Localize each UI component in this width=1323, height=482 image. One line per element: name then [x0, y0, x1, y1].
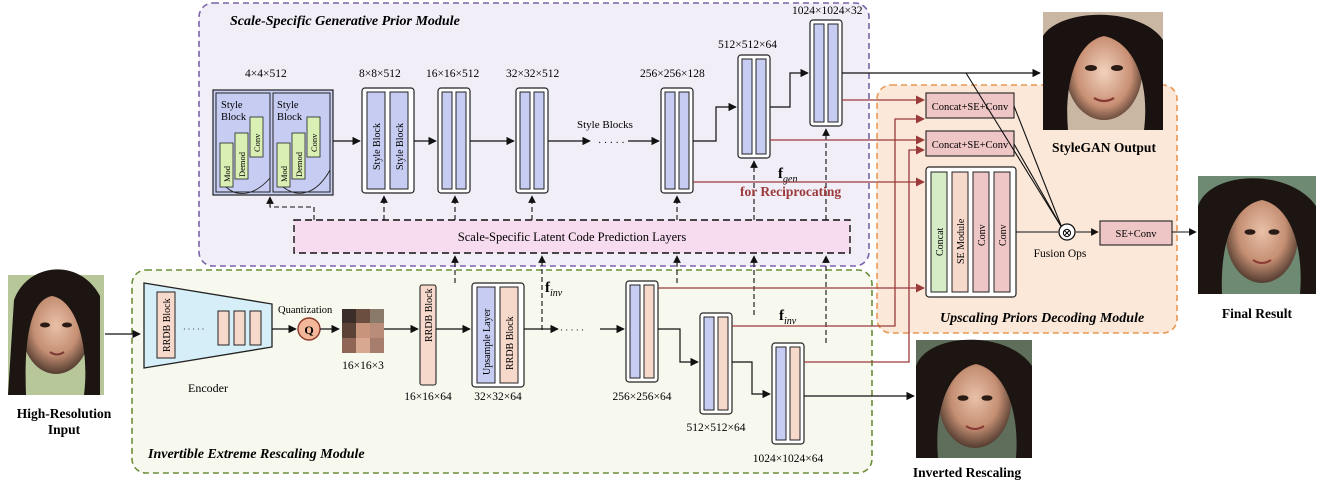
- upsample-label: Upsample Layer: [482, 308, 493, 375]
- style-b-label-1: Style: [277, 100, 299, 111]
- block-256-col2: [679, 92, 689, 189]
- conv-a-label: Conv: [252, 133, 262, 152]
- size-1024x1024: 1024×1024×32: [792, 5, 863, 17]
- demod-b-label: Demod: [294, 151, 304, 177]
- inv-module-title: Invertible Extreme Rescaling Module: [147, 447, 365, 462]
- gen-ellipsis: · · · · ·: [598, 138, 625, 149]
- quantization-label: Quantization: [278, 305, 333, 316]
- hr-input-label-2: Input: [48, 422, 81, 437]
- fusion-symbol: ⊗: [1062, 225, 1073, 240]
- concat-label: Concat: [935, 227, 946, 256]
- rrdb-32-label: RRDB Block: [505, 316, 516, 370]
- block-512-col2: [756, 59, 766, 154]
- demod-a-label: Demod: [237, 151, 247, 177]
- block-256x64-col2: [644, 285, 654, 378]
- stylegan-output-label: StyleGAN Output: [1052, 140, 1156, 155]
- hr-input-label-1: High-Resolution: [17, 406, 112, 421]
- block-512x64-col2: [718, 317, 728, 410]
- encoder-block-1: [218, 311, 229, 345]
- size-8x8: 8×8×512: [359, 68, 401, 80]
- mod-a-label: Mod: [222, 165, 232, 182]
- block-32x32-col2: [534, 92, 544, 189]
- inv-ellipsis: · · · · ·: [560, 325, 584, 335]
- block-16x16-col1: [442, 92, 452, 189]
- final-result-label: Final Result: [1222, 306, 1293, 321]
- lowres-thumbnail: [342, 309, 384, 353]
- block-512x64-col1: [704, 317, 714, 410]
- latent-layers-label: Scale-Specific Latent Code Prediction La…: [458, 230, 687, 244]
- block-32x32-col1: [520, 92, 530, 189]
- inverted-rescaling-label: Inverted Rescaling: [913, 465, 1022, 480]
- mod-b-label: Mod: [279, 165, 289, 182]
- inverted-rescaling-image: [916, 340, 1032, 458]
- block-256x64-col1: [630, 285, 640, 378]
- size-512x512x64: 512×512×64: [687, 422, 746, 434]
- style-blocks-text: Style Blocks: [577, 119, 633, 131]
- encoder-block-2: [234, 311, 245, 345]
- concat-se-conv-2-label: Concat+SE+Conv: [932, 140, 1009, 151]
- reciprocating-label: for Reciprocating: [740, 184, 841, 199]
- style-a-label-2: Block: [221, 112, 247, 123]
- se-conv-label: SE+Conv: [1116, 229, 1158, 240]
- block-1024x64-col1: [776, 347, 786, 440]
- encoder-rrdb-label: RRDB Block: [162, 298, 173, 352]
- style-b-label-2: Block: [277, 112, 303, 123]
- stylegan-output-image: [1043, 12, 1163, 130]
- concat-se-conv-1-label: Concat+SE+Conv: [932, 102, 1009, 113]
- conv-b-label: Conv: [309, 133, 319, 152]
- se-module-label: SE Module: [956, 218, 967, 264]
- conv-2-label: Conv: [998, 224, 1009, 246]
- encoder-block-3: [250, 311, 261, 345]
- conv-1-label: Conv: [977, 224, 988, 246]
- block-512-col1: [742, 59, 752, 154]
- block-1024x64-col2: [790, 347, 800, 440]
- block-1024-col2: [828, 24, 838, 122]
- size-16x16: 16×16×512: [426, 68, 479, 80]
- size-512x512: 512×512×64: [718, 39, 777, 51]
- block-256-col1: [665, 92, 675, 189]
- size-16x16x64: 16×16×64: [404, 391, 452, 403]
- block-8x8-label1: Style Block: [372, 123, 383, 170]
- size-1024x1024x64: 1024×1024×64: [753, 453, 824, 465]
- size-16x16x3: 16×16×3: [342, 360, 384, 372]
- size-32x32x64: 32×32×64: [474, 391, 522, 403]
- quantization-q: Q: [304, 323, 313, 337]
- style-a-label-1: Style: [221, 100, 243, 111]
- dec-module-title: Upscaling Priors Decoding Module: [940, 311, 1144, 326]
- final-result-image: [1198, 176, 1316, 294]
- hr-input-image: [8, 269, 104, 395]
- size-256x256x64: 256×256×64: [613, 391, 672, 403]
- size-4x4: 4×4×512: [245, 68, 287, 80]
- block-1024-col1: [814, 24, 824, 122]
- rrdb-16-label: RRDB Block: [424, 288, 435, 342]
- block-8x8-label2: Style Block: [395, 123, 406, 170]
- block-16x16-col2: [456, 92, 466, 189]
- fusion-ops-label: Fusion Ops: [1034, 248, 1087, 260]
- encoder-label: Encoder: [188, 381, 228, 395]
- encoder-dots: · · · · ·: [183, 325, 204, 334]
- gen-module-title: Scale-Specific Generative Prior Module: [230, 14, 460, 29]
- size-32x32: 32×32×512: [506, 68, 559, 80]
- size-256x256: 256×256×128: [640, 68, 705, 80]
